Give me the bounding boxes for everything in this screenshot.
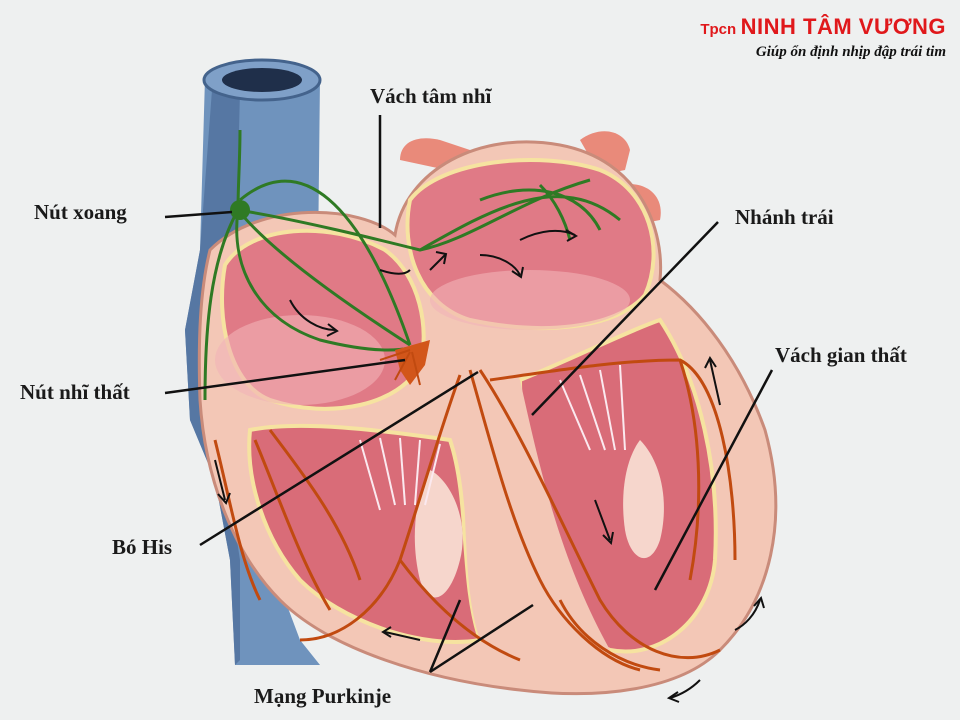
label-bo-his: Bó His <box>112 535 173 559</box>
sa-node <box>230 200 250 220</box>
brand-name: NINH TÂM VƯƠNG <box>740 14 946 39</box>
left-atrium <box>405 158 656 330</box>
flow-arrows <box>214 229 765 703</box>
brand-tagline: Giúp ổn định nhịp đập trái tim <box>755 44 946 60</box>
av-node <box>379 340 430 386</box>
label-leader-lines <box>164 115 774 674</box>
atrial-conduction-pathways <box>203 129 621 401</box>
label-nhanh-trai: Nhánh trái <box>735 205 834 229</box>
chordae-tendineae <box>359 364 626 511</box>
label-vach-tam-nhi: Vách tâm nhĩ <box>370 84 492 108</box>
label-nut-xoang: Nút xoang <box>34 200 127 224</box>
label-mang-purkinje: Mạng Purkinje <box>254 684 392 708</box>
ventricular-conduction-pathways <box>213 358 737 672</box>
label-vach-gian-that: Vách gian thất <box>775 343 907 367</box>
label-nut-nhi-that: Nút nhĩ thất <box>20 380 130 404</box>
brand-title: Tpcn NINH TÂM VƯƠNG <box>700 14 946 40</box>
brand-header: Tpcn NINH TÂM VƯƠNG Giúp ổn định nhịp đậ… <box>700 14 946 61</box>
brand-prefix: Tpcn <box>700 21 737 38</box>
